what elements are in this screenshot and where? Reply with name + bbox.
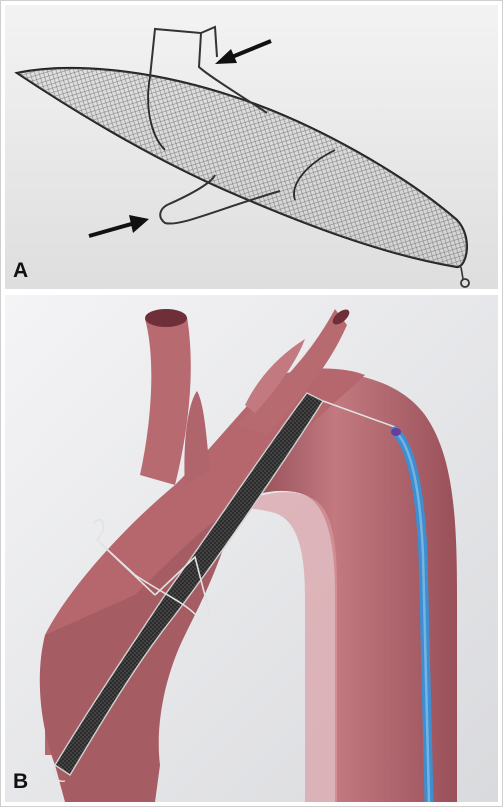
- subclavian-branch-fin: [245, 339, 305, 413]
- arch-inner-highlight: [237, 492, 337, 802]
- panel-label-b: B: [13, 770, 29, 793]
- mesh-strut-2: [293, 149, 336, 201]
- panel-label-a: A: [13, 259, 29, 282]
- end-wire: [460, 266, 464, 280]
- subclavian-lumen: [332, 309, 350, 325]
- mesh-strut-1: [147, 76, 166, 151]
- filter-wire-bottom: [53, 764, 66, 782]
- mesh-filter: [54, 392, 325, 776]
- upper-wire-frame: [149, 25, 268, 114]
- lower-wire-loop: [159, 174, 281, 225]
- filter-wire-frame: [92, 400, 396, 621]
- aortic-arch-rendering: [5, 295, 498, 802]
- arrow-upper: [215, 39, 272, 64]
- mesh-filter-photo: [5, 5, 498, 289]
- panel-b: B: [5, 295, 498, 802]
- catheter-tip: [391, 428, 401, 436]
- left-subclavian-artery: [237, 309, 347, 435]
- aorta-outer-wall: [237, 372, 457, 802]
- arrow-lower: [88, 215, 149, 238]
- left-carotid-artery: [184, 391, 210, 485]
- mesh-bag-shade: [17, 68, 467, 267]
- mesh-bag: [14, 67, 468, 269]
- panel-a: A: [5, 5, 498, 289]
- catheter-highlight: [394, 430, 431, 802]
- end-loop: [460, 278, 470, 288]
- brachiocephalic-artery: [140, 317, 191, 485]
- brachiocephalic-lumen: [145, 309, 187, 327]
